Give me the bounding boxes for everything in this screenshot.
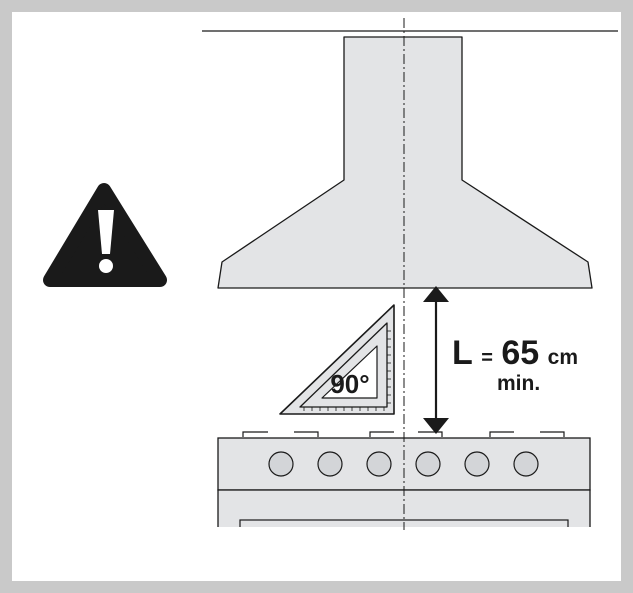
measure-equals: =	[481, 347, 493, 369]
knob	[268, 451, 294, 477]
measure-qualifier: min.	[497, 372, 540, 395]
oven-door	[239, 519, 569, 527]
knob	[317, 451, 343, 477]
measurement-label: L = 65 cm	[452, 334, 578, 372]
cooker-hood	[217, 36, 593, 289]
angle-label: 90°	[330, 369, 369, 399]
measure-value: 65	[501, 334, 539, 372]
pan-supports	[242, 431, 565, 437]
control-knobs	[268, 451, 539, 477]
set-square-icon: 90°	[279, 304, 395, 415]
measure-unit: cm	[548, 346, 578, 369]
warning-triangle-icon	[43, 183, 167, 287]
knob	[415, 451, 441, 477]
knob	[464, 451, 490, 477]
distance-arrow	[423, 286, 449, 434]
measure-letter: L	[452, 334, 473, 372]
knob	[366, 451, 392, 477]
knob	[513, 451, 539, 477]
